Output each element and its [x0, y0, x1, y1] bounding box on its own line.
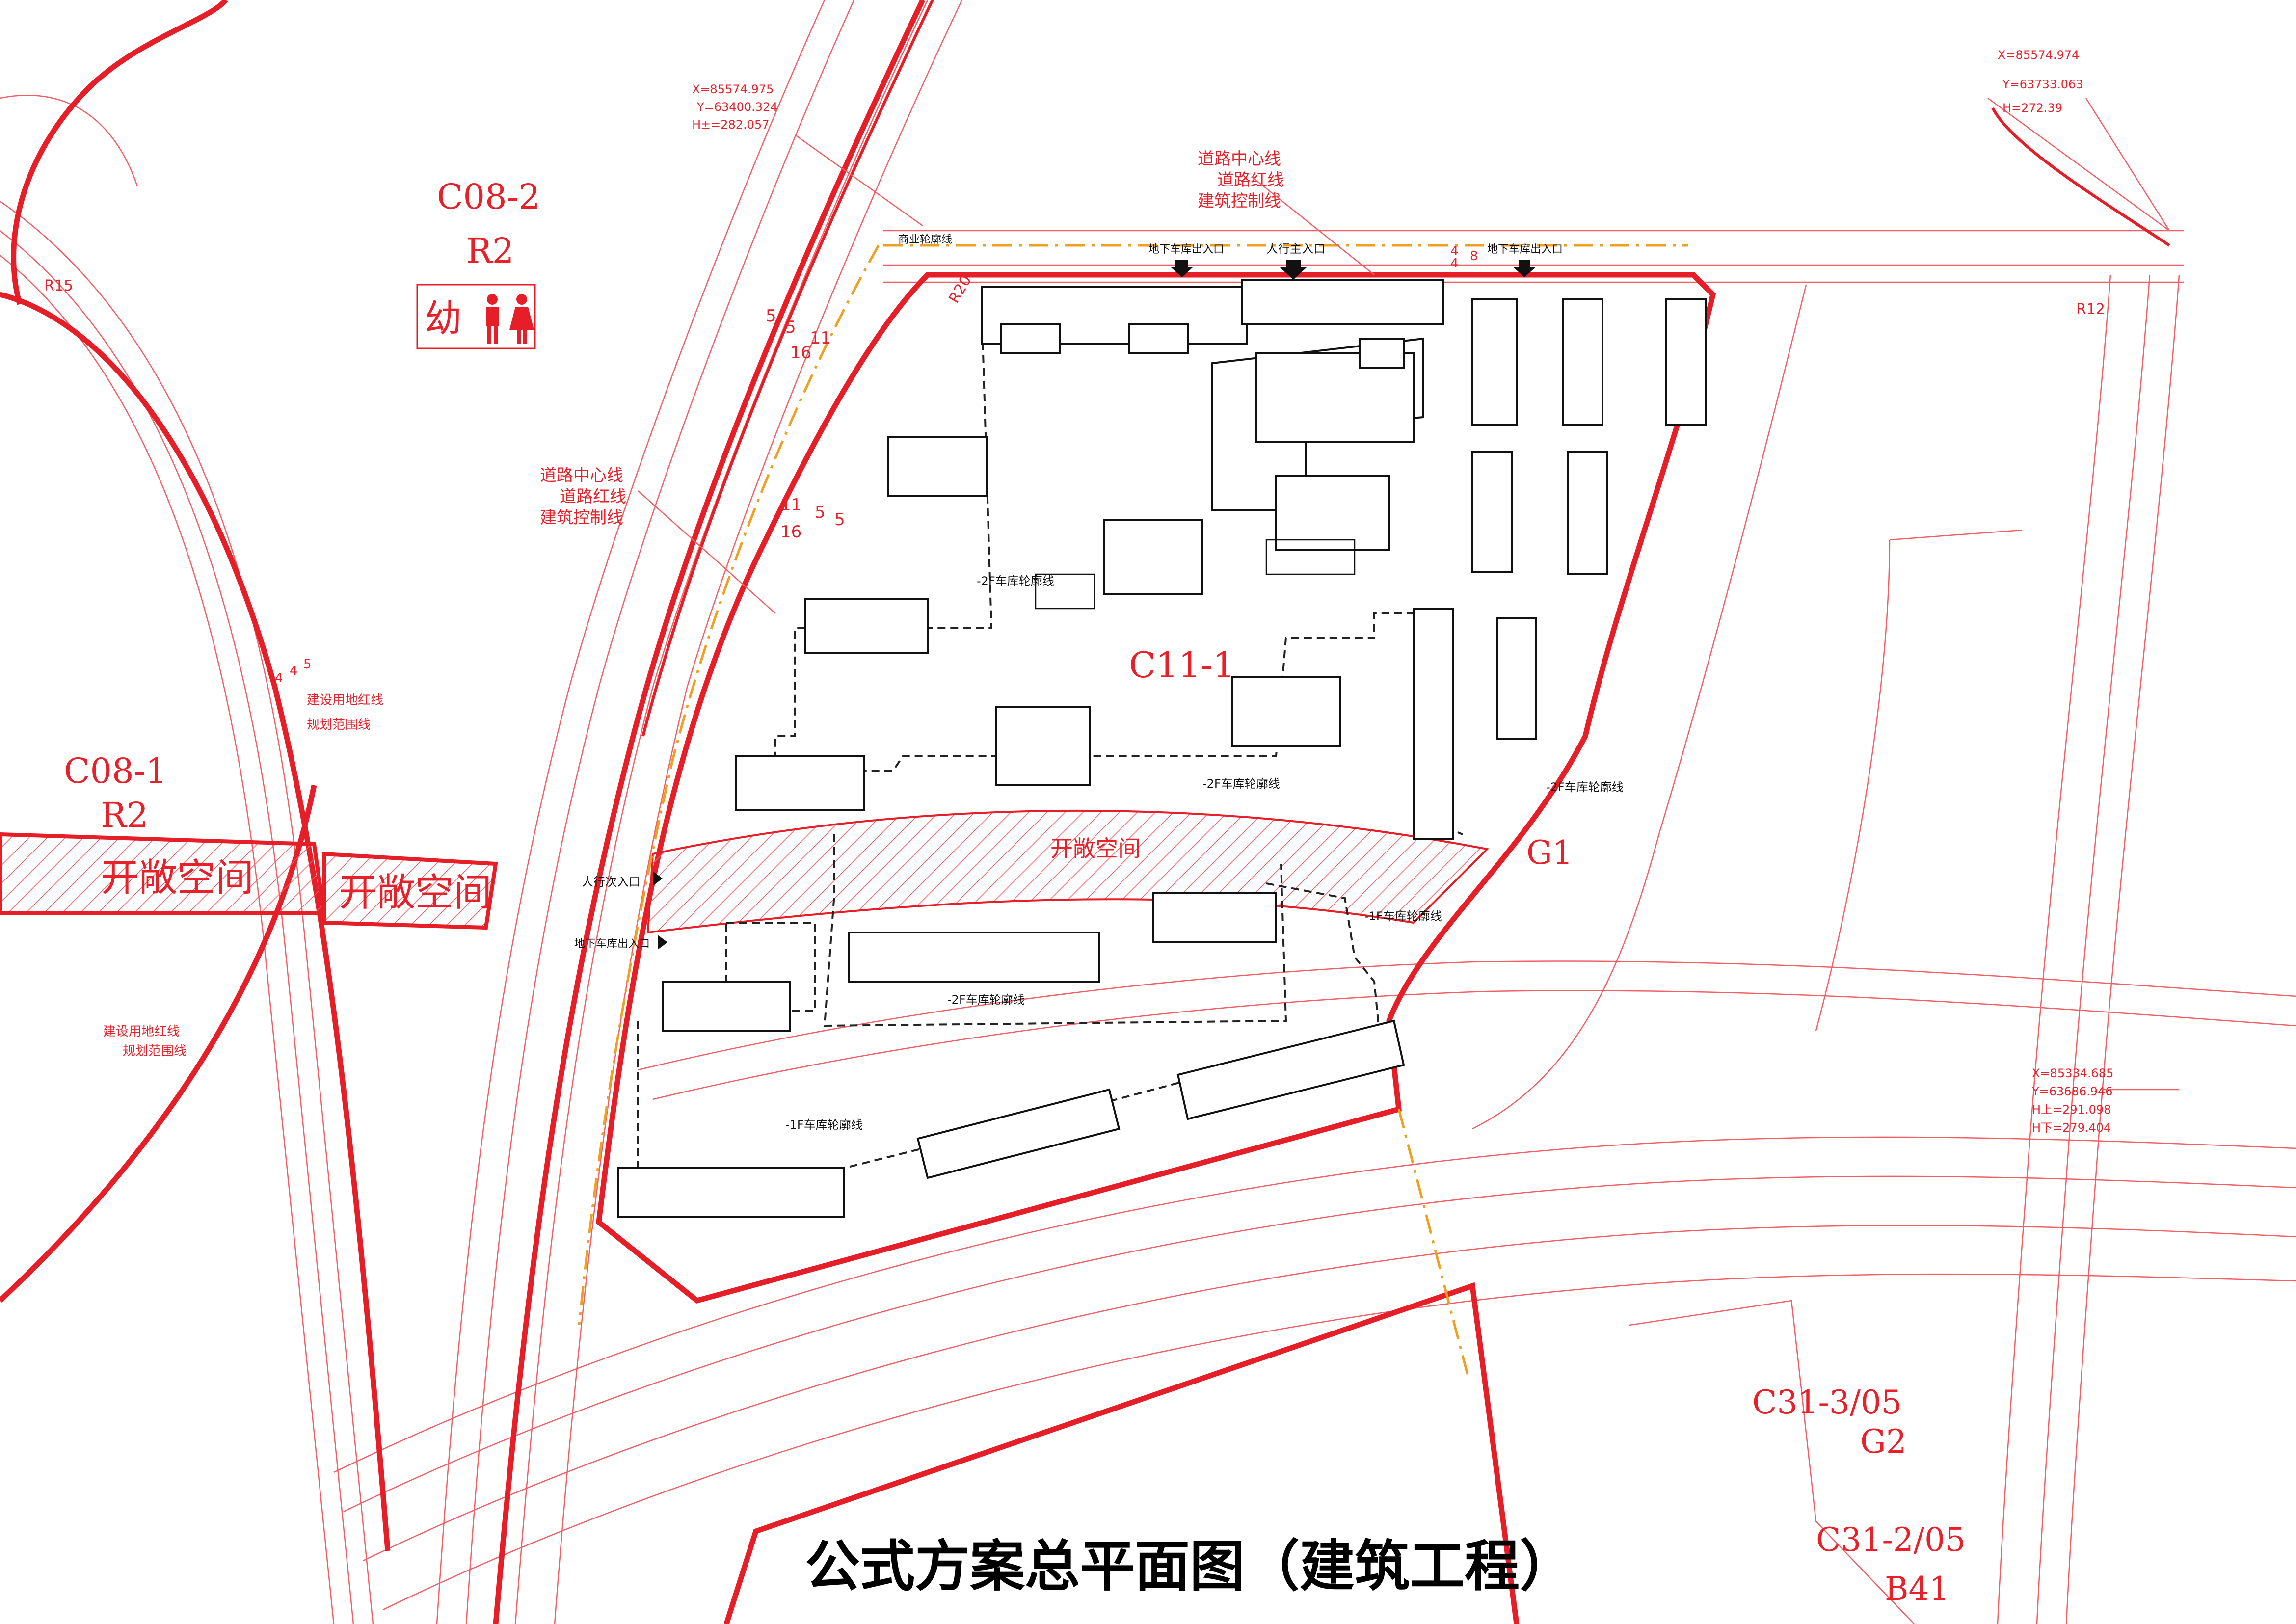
garage-entrance-label-top: 地下车库出入口: [1148, 243, 1224, 256]
planning-scope-label-upper: 规划范围线: [307, 718, 371, 732]
coord-right-x: X=85334.685: [2032, 1066, 2113, 1080]
coord-right-h-down: H下=279.404: [2032, 1121, 2111, 1135]
svg-text:8: 8: [1470, 249, 1478, 264]
road-center-line: [578, 244, 1688, 1375]
radius-r20: R20: [946, 272, 975, 306]
svg-text:16: 16: [780, 522, 801, 542]
svg-text:5: 5: [766, 306, 776, 326]
open-space-label-mid: 开敞空间: [339, 871, 492, 915]
svg-text:4: 4: [1450, 256, 1459, 271]
planning-boundaries: [0, 0, 2170, 1624]
road-center-line-label-mid: 道路中心线: [540, 466, 623, 485]
male-restroom-icon: [486, 294, 499, 344]
dimension-group-left: 4 4 5: [275, 657, 312, 686]
kindergarten-symbol-box: [416, 284, 536, 349]
buildings: [617, 279, 1707, 1218]
open-space-label-site: 开敞空间: [1050, 835, 1141, 862]
land-red-line-label-upper: 建设用地红线: [307, 693, 383, 708]
road-red-line-label-top: 道路红线: [1217, 170, 1284, 190]
parcel-c31-2-code: C31-2/05: [1816, 1521, 1966, 1559]
entrance-arrow-icon: [653, 260, 1535, 950]
b1-garage-label-south: -1F车库轮廓线: [785, 1118, 863, 1132]
planning-scope-label-lower: 规划范围线: [123, 1044, 187, 1059]
svg-text:4: 4: [275, 671, 283, 686]
garage-entrance-label-top-right: 地下车库出入口: [1487, 243, 1563, 256]
coord-top-left-y: Y=63400.324: [696, 100, 778, 114]
secondary-pedestrian-entrance-label: 人行次入口: [582, 875, 641, 889]
coord-top-left-h: H±=282.057: [692, 118, 770, 132]
kindergarten-label: 幼: [425, 296, 462, 340]
parcel-c08-1-type: R2: [101, 795, 148, 835]
svg-text:5: 5: [815, 503, 826, 522]
svg-text:5: 5: [303, 657, 312, 672]
svg-text:16: 16: [790, 343, 811, 363]
road-center-line-label-top: 道路中心线: [1198, 149, 1281, 169]
coord-top-right-x: X=85574.974: [1998, 48, 2079, 62]
parcel-c31-2-type: B41: [1885, 1570, 1949, 1608]
main-pedestrian-entrance-label: 人行主入口: [1266, 242, 1325, 256]
coord-top-right-y: Y=63733.063: [2002, 78, 2083, 91]
b2-garage-label-north: -2F车库轮廓线: [977, 574, 1054, 588]
svg-text:5: 5: [834, 510, 845, 530]
coord-top-left-x: X=85574.975: [692, 82, 774, 96]
b2-garage-label-center: -2F车库轮廓线: [1202, 777, 1280, 791]
parcel-c31-3-type: G2: [1860, 1423, 1907, 1461]
coord-right-y: Y=63686.946: [2031, 1085, 2113, 1098]
svg-text:11: 11: [780, 495, 801, 515]
svg-text:5: 5: [785, 318, 796, 337]
open-space-bands: [0, 809, 1490, 934]
svg-text:11: 11: [810, 328, 831, 348]
parcel-c08-2-code: C08-2: [437, 177, 540, 217]
coord-top-right-h: H=272.39: [2002, 101, 2062, 115]
leader-lines: [638, 98, 2179, 1091]
land-red-line-label-lower: 建设用地红线: [103, 1024, 180, 1039]
female-restroom-icon: [509, 294, 534, 344]
coord-right-h-up: H上=291.098: [2032, 1103, 2111, 1117]
parcel-g1-code: G1: [1526, 834, 1573, 872]
parcel-c08-2-type: R2: [466, 231, 514, 271]
parcel-c11-1-code: C11-1: [1129, 644, 1235, 686]
radius-r12: R12: [2076, 301, 2105, 318]
building-control-line-label-mid: 建筑控制线: [540, 508, 623, 528]
svg-text:4: 4: [1450, 244, 1459, 259]
svg-text:4: 4: [290, 664, 298, 678]
dimension-group-top-right: 4 4 8: [1450, 244, 1478, 271]
commercial-outline-label: 商业轮廓线: [898, 234, 952, 246]
b1-garage-label-east: -1F车库轮廓线: [1364, 909, 1442, 923]
building-control-line-label-top: 建筑控制线: [1198, 191, 1281, 211]
radius-r15: R15: [44, 277, 73, 294]
dimension-group-top: 5 5 11 16: [766, 306, 831, 363]
b2-garage-label-south: -2F车库轮廓线: [947, 993, 1025, 1007]
parcel-c08-1-code: C08-1: [64, 751, 167, 791]
road-red-line-label-mid: 道路红线: [560, 487, 626, 506]
page-title: 公式方案总平面图（建筑工程）: [805, 1535, 1575, 1598]
b2-garage-label-east: -2F车库轮廓线: [1546, 780, 1624, 794]
garage-entrance-label-left: 地下车库出入口: [574, 938, 650, 950]
dimension-group-mid: 11 5 5 16: [780, 495, 845, 542]
open-space-label-left: 开敞空间: [101, 856, 254, 900]
parcel-c31-3-code: C31-3/05: [1752, 1384, 1902, 1421]
